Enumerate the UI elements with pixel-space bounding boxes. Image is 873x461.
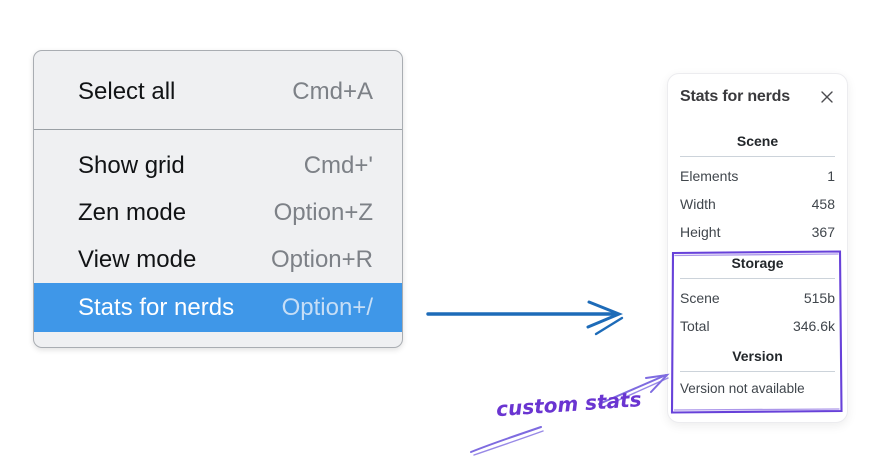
stat-label: Scene [680,290,720,306]
blue-arrow [426,300,624,336]
context-menu: Select all Cmd+A Show grid Cmd+' Zen mod… [33,50,403,348]
menu-item-label: Stats for nerds [78,293,235,321]
menu-item-label: View mode [78,245,197,273]
annotation-label: custom stats [495,387,643,422]
section-rule [680,371,835,372]
stat-label: Height [680,224,721,240]
stat-value: 346.6k [792,318,835,334]
menu-item-label: Show grid [78,151,185,179]
menu-item-label: Zen mode [78,198,187,226]
stat-row-height: Height 367 [680,218,835,246]
section-rule [680,278,835,279]
menu-item-show-grid[interactable]: Show grid Cmd+' [34,142,402,189]
stat-value: 515b [803,290,835,306]
menu-group-top: Select all Cmd+A [34,51,402,129]
menu-divider [34,129,402,130]
stats-panel-header: Stats for nerds [680,87,835,107]
stat-row-width: Width 458 [680,190,835,218]
menu-item-shortcut: Option+/ [281,293,373,321]
section-rule [680,156,835,157]
storage-rows: Scene 515b Total 346.6k [680,284,835,340]
annotation-arrow [470,373,670,456]
menu-item-zen-mode[interactable]: Zen mode Option+Z [34,189,402,236]
close-icon[interactable] [819,89,835,105]
version-note: Version not available [680,381,805,396]
scene-rows: Elements 1 Width 458 Height 367 [680,162,835,246]
menu-item-view-mode[interactable]: View mode Option+R [34,236,402,283]
stat-row-elements: Elements 1 [680,162,835,190]
section-heading-scene: Scene [736,133,779,149]
menu-group-bottom: Show grid Cmd+' Zen mode Option+Z View m… [34,130,402,347]
menu-item-shortcut: Option+R [270,245,373,273]
section-heading-storage: Storage [731,255,784,271]
stats-panel: Stats for nerds Scene Elements 1 Width 4… [667,73,848,423]
stat-label: Width [680,196,716,212]
stat-value: 1 [827,168,835,184]
menu-item-select-all[interactable]: Select all Cmd+A [34,66,402,118]
stat-value: 458 [811,196,835,212]
stat-label: Elements [680,168,739,184]
menu-item-stats-for-nerds[interactable]: Stats for nerds Option+/ [34,283,402,332]
menu-item-shortcut: Cmd+A [292,78,373,105]
menu-item-shortcut: Option+Z [273,198,373,226]
stats-panel-title: Stats for nerds [680,88,790,105]
stat-row-total-storage: Total 346.6k [680,312,835,340]
stat-row-scene-storage: Scene 515b [680,284,835,312]
stat-value: 367 [811,224,835,240]
menu-item-label: Select all [78,78,176,105]
stat-label: Total [680,318,710,334]
section-heading-version: Version [732,348,783,364]
menu-item-shortcut: Cmd+' [303,151,373,179]
